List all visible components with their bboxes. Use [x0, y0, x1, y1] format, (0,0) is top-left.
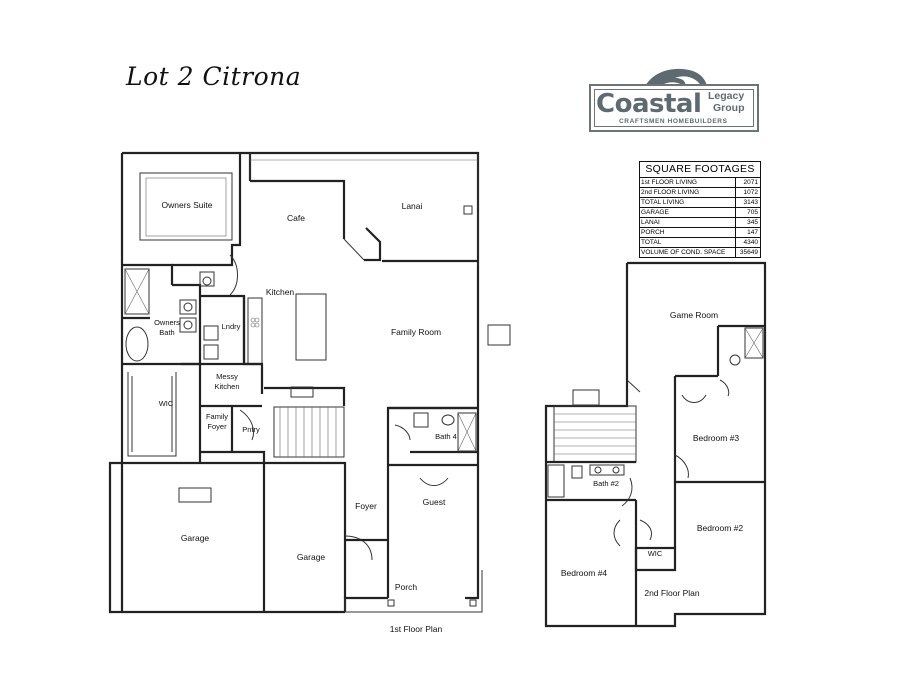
sqft-value: 1072	[743, 189, 758, 196]
second-floor-plan: Game Room Bedroom #3 Bath #2 Bedroom #2 …	[544, 261, 767, 628]
sqft-row: TOTAL 4340	[640, 238, 760, 248]
room-bedroom-2: Bedroom #2	[697, 523, 744, 533]
square-footage-heading: SQUARE FOOTAGES	[640, 162, 760, 178]
second-floor-caption: 2nd Floor Plan	[644, 588, 700, 598]
sqft-label: LANAI	[640, 218, 736, 227]
room-bath4: Bath 4	[435, 432, 457, 441]
plan-title: Lot 2 Citrona	[126, 62, 302, 91]
room-wic: WIC	[159, 399, 174, 408]
room-wic-upstairs: WIC	[648, 549, 663, 558]
sqft-value: 705	[747, 209, 758, 216]
logo-frame: Coastal Legacy Group CRAFTSMEN HOMEBUILD…	[589, 84, 759, 132]
first-floor-plan: Owners Suite Cafe Lanai Kitchen Owners B…	[108, 151, 511, 634]
room-cafe: Cafe	[287, 213, 305, 223]
sqft-label: TOTAL	[640, 238, 736, 247]
sqft-label: 1st FLOOR LIVING	[640, 178, 736, 187]
sqft-label: TOTAL LIVING	[640, 198, 736, 207]
room-pantry: Pntry	[242, 425, 260, 434]
room-garage-left: Garage	[181, 533, 210, 543]
room-porch: Porch	[395, 582, 417, 592]
logo-sub-text-2: Group	[713, 102, 745, 114]
room-family-foyer-line1: Family	[206, 412, 228, 421]
room-bedroom-4: Bedroom #4	[561, 568, 608, 578]
room-messy-kitchen-line2: Kitchen	[214, 382, 239, 391]
room-lanai: Lanai	[402, 201, 423, 211]
room-guest: Guest	[423, 497, 446, 507]
first-floor-caption: 1st Floor Plan	[390, 624, 443, 634]
sqft-row: 2nd FLOOR LIVING 1072	[640, 188, 760, 198]
room-owners-bath-line2: Bath	[159, 328, 174, 337]
sqft-value: 147	[747, 229, 758, 236]
room-laundry: Lndry	[222, 322, 241, 331]
room-game-room: Game Room	[670, 310, 718, 320]
sqft-row: TOTAL LIVING 3143	[640, 198, 760, 208]
room-owners-bath-line1: Owners	[154, 318, 180, 327]
sqft-row: PORCH 147	[640, 228, 760, 238]
sqft-value: 35649	[739, 249, 758, 256]
room-kitchen: Kitchen	[266, 287, 295, 297]
square-footage-table: SQUARE FOOTAGES 1st FLOOR LIVING 2071 2nd…	[639, 161, 761, 258]
sqft-value: 4340	[743, 239, 758, 246]
room-owners-suite: Owners Suite	[161, 200, 212, 210]
sqft-value: 2071	[743, 179, 758, 186]
logo-tagline: CRAFTSMEN HOMEBUILDERS	[619, 118, 728, 125]
room-messy-kitchen-line1: Messy	[216, 372, 238, 381]
sqft-label: 2nd FLOOR LIVING	[640, 188, 736, 197]
room-bath-2: Bath #2	[593, 479, 619, 488]
sqft-value: 345	[747, 219, 758, 226]
sqft-value: 3143	[743, 199, 758, 206]
sqft-row: GARAGE 705	[640, 208, 760, 218]
room-family-foyer-line2: Foyer	[207, 422, 227, 431]
room-bedroom-3: Bedroom #3	[693, 433, 740, 443]
sqft-label: GARAGE	[640, 208, 736, 217]
room-garage-right: Garage	[297, 552, 326, 562]
logo-main-text: Coastal	[596, 89, 702, 119]
sqft-label: PORCH	[640, 228, 736, 237]
sqft-row: 1st FLOOR LIVING 2071	[640, 178, 760, 188]
room-foyer: Foyer	[355, 501, 377, 511]
room-family-room: Family Room	[391, 327, 441, 337]
company-logo: Coastal Legacy Group CRAFTSMEN HOMEBUILD…	[589, 66, 761, 134]
sqft-label: VOLUME OF COND. SPACE	[640, 248, 736, 257]
sqft-row: LANAI 345	[640, 218, 760, 228]
logo-sub-text-1: Legacy	[708, 90, 745, 102]
